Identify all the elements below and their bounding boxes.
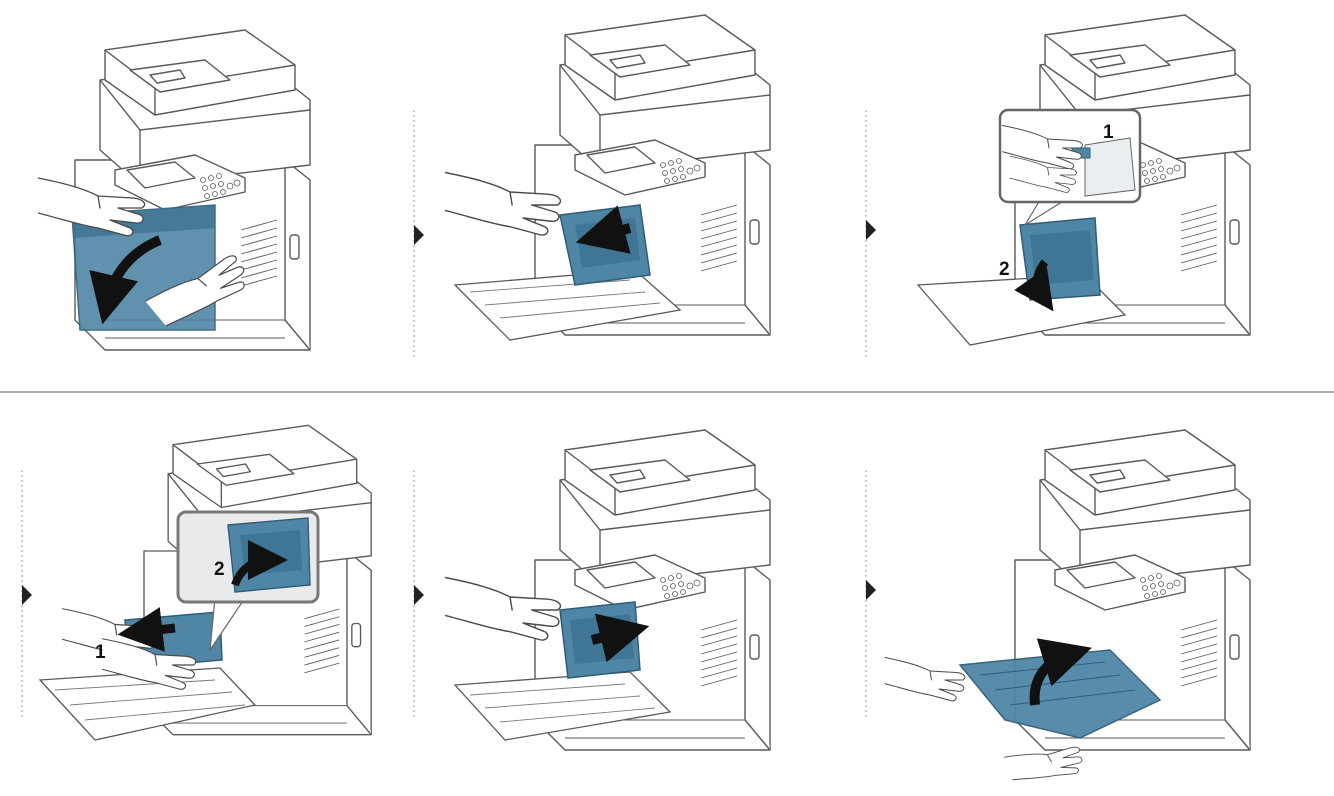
arrow-up-curved-icon	[1029, 638, 1092, 706]
arrow-down-curved-icon	[1014, 259, 1054, 312]
callout-number-1: 1	[95, 642, 106, 663]
step-6-scene	[884, 429, 1251, 796]
step-pointer-icon	[866, 580, 876, 600]
arrow-right-icon	[590, 613, 650, 663]
step-pointer-icon	[414, 225, 424, 245]
arrow-left-icon	[575, 205, 632, 254]
callout-number-2: 2	[999, 259, 1010, 280]
step-pointer-icon	[414, 585, 424, 605]
arrow-left-icon	[117, 607, 176, 652]
arrow-up-curved-icon	[231, 540, 288, 587]
step-4-scene: 1 2	[38, 424, 372, 741]
step-pointer-icon	[22, 585, 32, 605]
step-pointer-icon	[866, 220, 876, 240]
arrow-down-curved-icon	[89, 235, 162, 325]
step-5-scene	[445, 429, 771, 751]
step-2-scene	[445, 14, 771, 341]
step-3-scene: 1 2	[916, 14, 1251, 346]
callout-number-1: 1	[1103, 122, 1114, 143]
callout-number-2: 2	[214, 559, 225, 580]
step-1-scene	[38, 29, 311, 351]
